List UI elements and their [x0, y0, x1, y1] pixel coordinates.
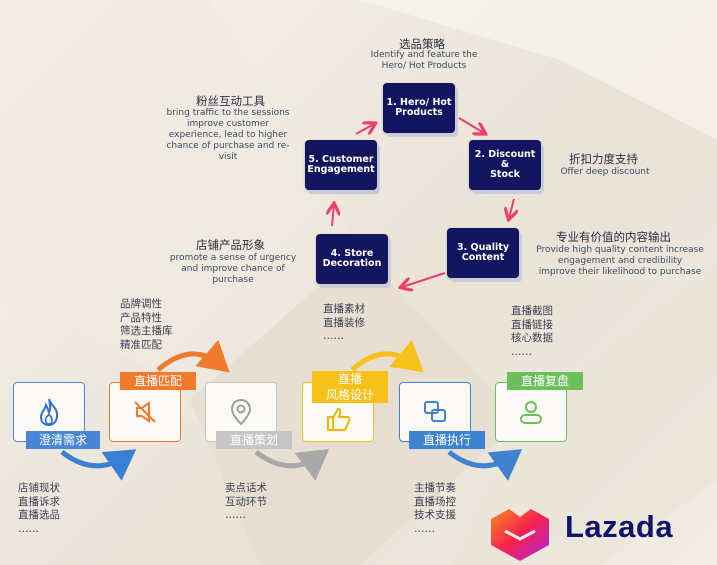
step-label-review: 直播复盘 — [507, 372, 583, 390]
location-pin-icon — [230, 398, 252, 426]
lazada-logo-text: Lazada — [565, 509, 674, 544]
notes-plan: 卖点话术互动环节…… — [225, 482, 267, 521]
muted-speaker-icon — [134, 401, 156, 423]
notes-review: 直播截图直播链接核心数据…… — [511, 305, 553, 358]
content-title-zh: 专业有价值的内容输出 — [556, 230, 671, 244]
step-card-review — [495, 382, 567, 442]
store-title-zh: 店铺产品形象 — [196, 238, 265, 252]
top-title-zh: 选品策略 — [399, 37, 445, 51]
step-label-style: 直播 风格设计 — [312, 371, 388, 403]
step-card-match — [109, 382, 181, 442]
cycle-box-discount-stock: 2. Discount &Stock — [469, 140, 541, 190]
notes-style: 直播素材直播装修…… — [323, 303, 365, 342]
notes-execute: 主播节奏直播场控技术支援…… — [414, 482, 456, 535]
fans-title-zh: 粉丝互动工具 — [196, 94, 265, 108]
lazada-heart-logo — [491, 509, 549, 561]
step-label-plan: 直播策划 — [216, 431, 292, 449]
notes-clarify: 店铺现状直播诉求直播选品…… — [18, 482, 60, 535]
step-label-clarify: 澄清需求 — [26, 431, 100, 449]
discount-title-zh: 折扣力度支持 — [569, 152, 638, 166]
thumbs-up-icon — [327, 407, 351, 431]
step-label-execute: 直播执行 — [409, 431, 485, 449]
fire-icon — [39, 398, 59, 427]
layers-icon — [424, 401, 446, 422]
user-icon — [520, 401, 542, 424]
step-label-match: 直播匹配 — [120, 372, 196, 390]
notes-match: 品牌调性产品特性筛选主播库精准匹配 — [120, 298, 173, 351]
discount-desc-en: Offer deep discount — [560, 167, 650, 177]
